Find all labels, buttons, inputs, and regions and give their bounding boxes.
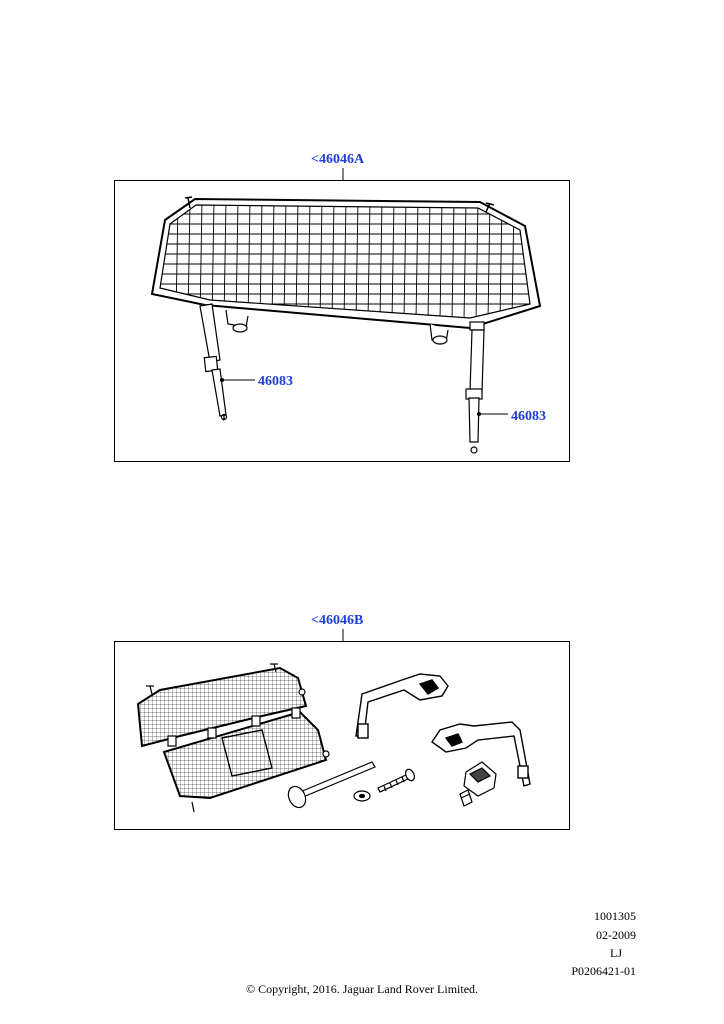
diagram-b-title-link[interactable]: <46046B (311, 613, 364, 628)
diagram-a-callout-left[interactable]: 46083 (258, 374, 293, 389)
meta-initials: LJ (610, 946, 622, 960)
washer (353, 790, 371, 802)
copyright-text: © Copyright, 2016. Jaguar Land Rover Lim… (245, 982, 479, 996)
guard-brackets (225, 309, 449, 345)
knob-screw (459, 761, 497, 807)
diagram-b-frame (114, 641, 570, 830)
diagram-a-frame (114, 180, 570, 462)
mounting-bracket-lower (431, 721, 531, 787)
meta-date: 02-2009 (596, 928, 636, 942)
mounting-bracket-upper (355, 673, 449, 739)
right-strut (465, 321, 485, 454)
meta-figure-id: P0206421-01 (571, 964, 636, 978)
diagram-a-callout-right[interactable]: 46083 (511, 409, 546, 424)
guard-mesh (160, 205, 530, 318)
long-pin (287, 761, 376, 809)
bolt (377, 768, 416, 793)
meta-code: 1001305 (594, 909, 636, 923)
folded-guard (136, 663, 330, 813)
guard-outer-frame (150, 197, 542, 330)
top-pins (184, 196, 495, 213)
left-strut (199, 303, 228, 421)
diagram-a-title-link[interactable]: <46046A (311, 152, 365, 167)
